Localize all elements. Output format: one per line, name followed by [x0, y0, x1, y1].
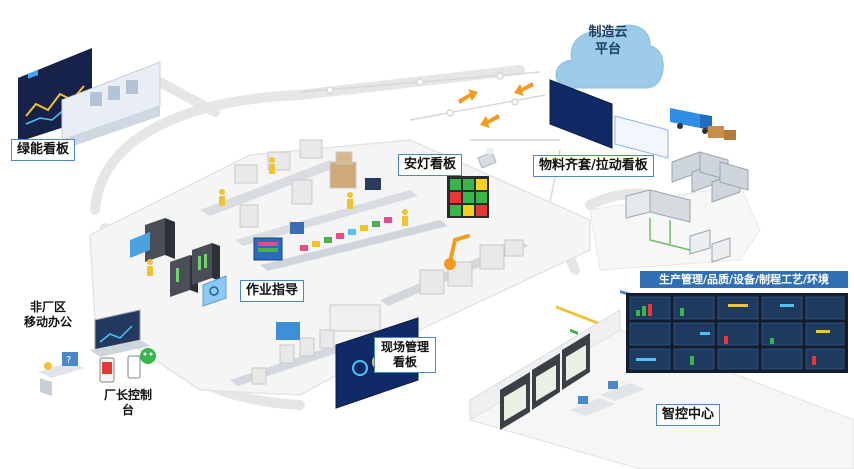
monitor-icon: [253, 178, 381, 340]
monitoring-banner: 生产管理/品质/设备/制程工艺/环境: [640, 271, 848, 288]
offsite-label: 非厂区 移动办公: [24, 300, 72, 330]
offsite-label-line2: 移动办公: [24, 315, 73, 329]
robot-arm-icon: [444, 234, 470, 270]
green-energy-label: 绿能看板: [11, 139, 76, 161]
truck-icon: [670, 108, 736, 140]
site-board-label-line2: 看板: [393, 355, 418, 369]
green-pipes: [649, 218, 691, 251]
material-label: 物料齐套/拉动看板: [533, 155, 654, 177]
director-label: 厂长控制 台: [104, 388, 152, 418]
cloud-label-line1: 制造云: [588, 25, 628, 40]
control-center-label: 智控中心: [656, 404, 721, 426]
desk-icon: ?: [38, 352, 84, 396]
server-rack-icon: [130, 218, 227, 307]
machines: [234, 139, 524, 385]
material-board: [549, 79, 669, 345]
laptop-icon: [90, 309, 150, 357]
green-energy-board: [18, 48, 161, 150]
andon-board: [447, 176, 489, 218]
cloud-label: 制造云 平台: [576, 24, 640, 58]
cloud-icon: [555, 24, 664, 89]
site-board-label: 现场管理 看板: [374, 337, 437, 373]
operator-icon: [147, 157, 408, 276]
work-guide-label: 作业指导: [240, 280, 305, 302]
cloud-label-line2: 平台: [594, 42, 621, 57]
director-label-line2: 台: [122, 403, 135, 417]
andon-label: 安灯看板: [398, 154, 463, 176]
forklift-icon: [477, 148, 497, 169]
svg-text:?: ?: [66, 355, 71, 366]
warehouse-shelves: [625, 151, 749, 263]
site-board-label-line1: 现场管理: [381, 340, 430, 354]
wechat-icon: [140, 348, 156, 364]
control-room: [468, 309, 854, 469]
smartphone-icon: [99, 355, 141, 383]
director-label-line1: 厂长控制: [104, 388, 153, 402]
monitoring-wall: [626, 293, 848, 373]
offsite-label-line1: 非厂区: [30, 300, 67, 314]
sync-arrows: [458, 82, 534, 128]
